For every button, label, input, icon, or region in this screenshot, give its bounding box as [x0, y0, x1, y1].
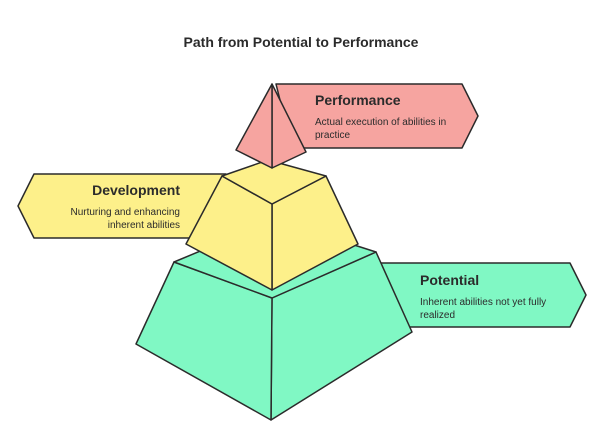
performance-label: Performance Actual execution of abilitie…	[315, 92, 465, 142]
performance-tier	[235, 83, 307, 169]
development-description: Nurturing and enhancing inherent abiliti…	[70, 207, 180, 231]
potential-description: Inherent abilities not yet fully realize…	[420, 297, 547, 321]
performance-description: Actual execution of abilities in practic…	[315, 117, 447, 141]
development-tier	[185, 159, 359, 291]
potential-label: Potential Inherent abilities not yet ful…	[420, 272, 570, 322]
development-label: Development Nurturing and enhancing inhe…	[40, 182, 180, 232]
development-heading: Development	[92, 182, 180, 198]
development-callout	[17, 173, 227, 239]
potential-heading: Potential	[420, 272, 480, 288]
diagram-title: Path from Potential to Performance	[183, 34, 419, 50]
performance-heading: Performance	[315, 92, 401, 108]
